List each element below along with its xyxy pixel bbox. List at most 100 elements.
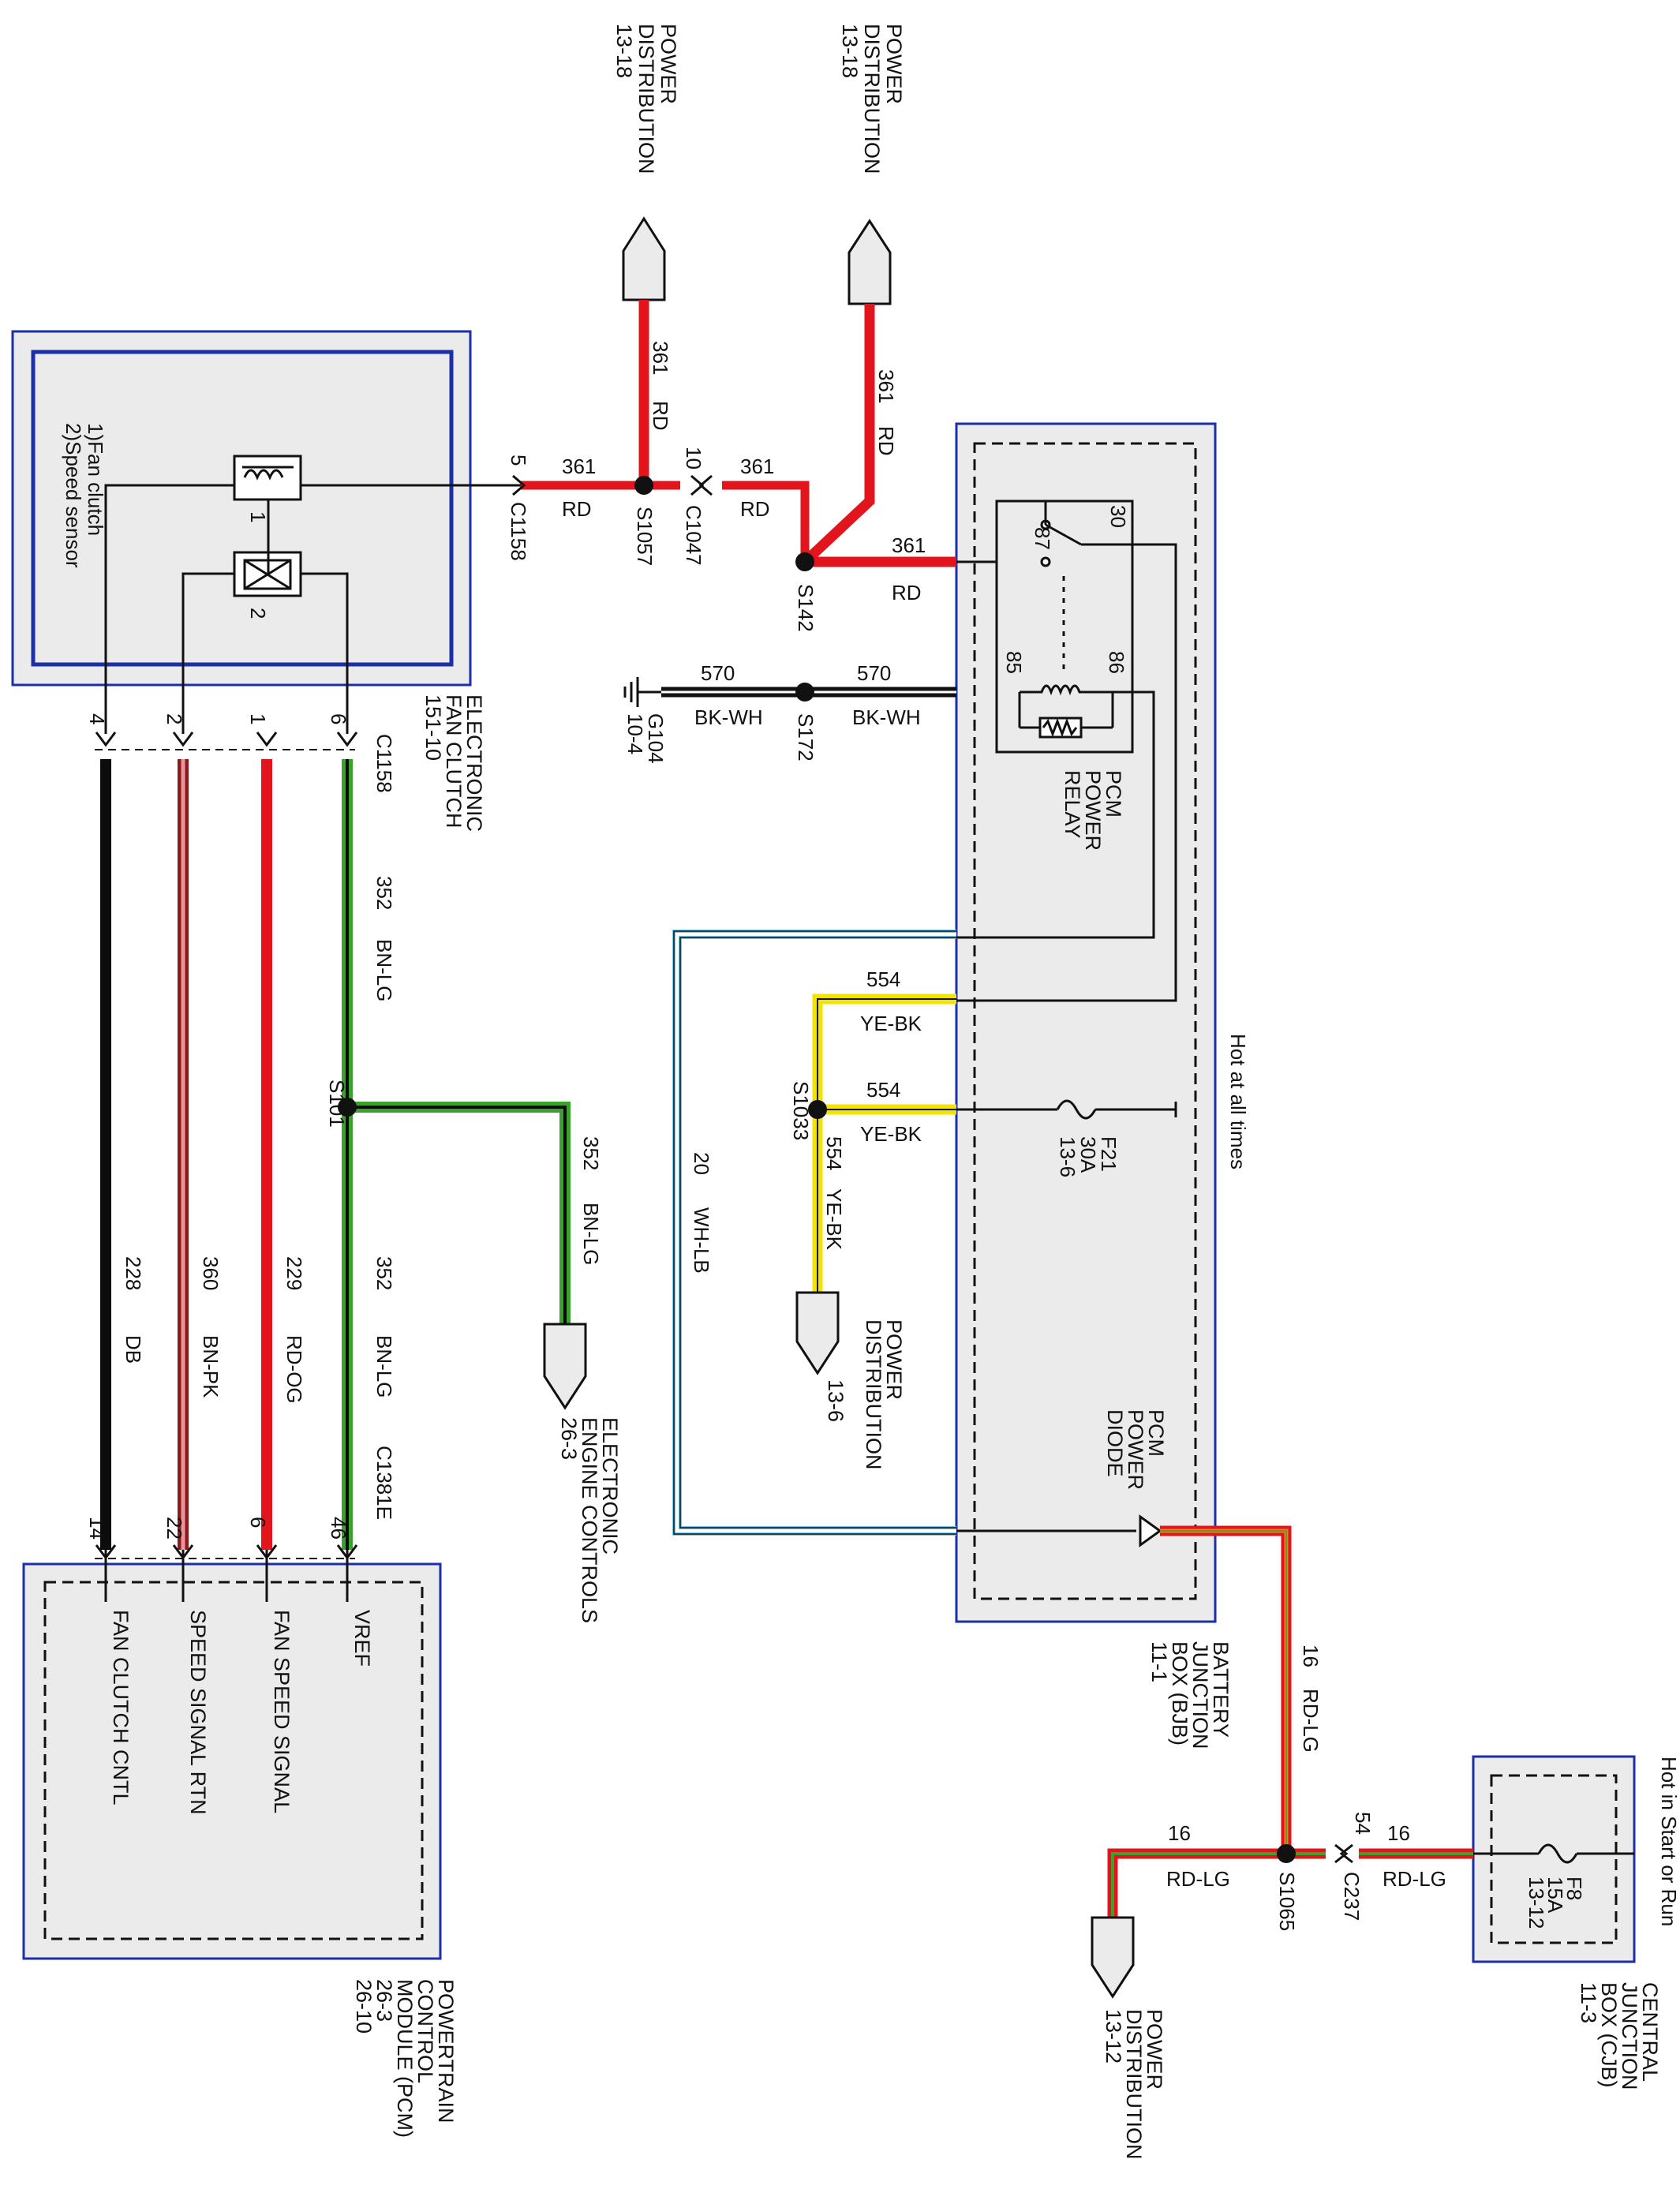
wire-554 bbox=[812, 993, 956, 1293]
c1381e-pin-0: 14 bbox=[85, 1517, 109, 1540]
splice-s142 bbox=[795, 552, 814, 571]
pd-right-text1: POWER bbox=[882, 24, 906, 104]
c1158-fc-pin-3: 6 bbox=[327, 713, 350, 724]
pd-left-ref: 13-18 bbox=[612, 24, 636, 78]
bjb-label-1: BATTERY bbox=[1209, 1641, 1233, 1738]
fan-clutch-pin2: 2 bbox=[246, 608, 270, 619]
c1047-pin: 10 bbox=[682, 447, 705, 470]
electronic-engine-controls-connector bbox=[543, 1323, 587, 1410]
pcm-box bbox=[22, 1562, 442, 1960]
pd-left-text2: DISTRIBUTION bbox=[634, 24, 658, 174]
w16b-circuit: 16 bbox=[1168, 1821, 1191, 1845]
w361b-color: RD bbox=[562, 497, 592, 521]
w361b-circuit: 361 bbox=[562, 455, 596, 478]
s142-label: S142 bbox=[794, 584, 818, 632]
fan-clutch-box-inner bbox=[31, 350, 454, 667]
wire-352-bn-lg bbox=[342, 759, 571, 1586]
w360-circuit: 360 bbox=[199, 1256, 223, 1290]
relay-pin30-wire bbox=[956, 543, 1177, 1002]
pcm-label-4: 26-3 bbox=[372, 1979, 396, 2022]
relay-label-3: RELAY bbox=[1061, 770, 1084, 839]
w554b-circuit: 554 bbox=[866, 1078, 900, 1102]
speed-sensor-lead-a bbox=[181, 572, 234, 734]
fan-clutch-label1: ELECTRONIC bbox=[462, 694, 486, 832]
pd-mid-text1: POWER bbox=[882, 1319, 906, 1400]
w352c-circuit: 352 bbox=[372, 1256, 396, 1290]
relay-pin-86: 86 bbox=[1105, 651, 1128, 674]
w554c-color: YE-BK bbox=[822, 1188, 846, 1251]
pcm-signal-fan-clutch-cntl: FAN CLUTCH CNTL bbox=[109, 1610, 133, 1805]
f8-rating: 15A bbox=[1543, 1877, 1567, 1914]
power-distribution-connector-mid bbox=[795, 1291, 840, 1375]
relay-coil bbox=[1018, 684, 1114, 739]
cjb-label-4: 11-3 bbox=[1577, 1982, 1600, 2023]
c1047-name: C1047 bbox=[682, 505, 705, 566]
splice-s1033 bbox=[808, 1100, 827, 1119]
pcm-signal-fan-speed-signal: FAN SPEED SIGNAL bbox=[270, 1610, 294, 1813]
w570a-color: BK-WH bbox=[694, 705, 763, 729]
c1158-top-pin: 5 bbox=[507, 455, 530, 466]
pcm-signal-vref: VREF bbox=[350, 1610, 374, 1667]
bjb-label-4: 11-1 bbox=[1147, 1641, 1171, 1682]
splice-s101 bbox=[338, 1098, 357, 1117]
c1047-mark bbox=[690, 474, 713, 496]
pcm-box-inner bbox=[43, 1581, 424, 1940]
diode-label-1: PCM bbox=[1144, 1409, 1168, 1457]
splice-s1065 bbox=[1277, 1844, 1296, 1863]
f21-rating: 30A bbox=[1076, 1136, 1100, 1173]
w229-color: RD-OG bbox=[282, 1335, 306, 1404]
w570b-color: BK-WH bbox=[852, 705, 921, 729]
cjb-label-3: BOX (CJB) bbox=[1597, 1982, 1621, 2088]
fuse-f21 bbox=[956, 1099, 1177, 1120]
g104-name: G104 bbox=[644, 713, 668, 764]
pd-right-ref: 13-18 bbox=[838, 24, 862, 78]
s172-label: S172 bbox=[794, 713, 818, 761]
g104-ref: 10-4 bbox=[623, 713, 647, 754]
pd-right-text2: DISTRIBUTION bbox=[860, 24, 884, 174]
pd-bottom-text1: POWER bbox=[1143, 2009, 1166, 2090]
relay-label-1: PCM bbox=[1102, 770, 1125, 818]
pcm-label-3: MODULE (PCM) bbox=[393, 1979, 417, 2138]
w361d-color: RD bbox=[874, 426, 898, 456]
pcm-label-5: 26-10 bbox=[352, 1979, 376, 2034]
c1158-fc-name: C1158 bbox=[372, 734, 396, 793]
pcm-label-2: CONTROL bbox=[413, 1979, 437, 2083]
w361d-circuit: 361 bbox=[874, 369, 898, 403]
w570b-circuit: 570 bbox=[857, 661, 891, 685]
bjb-label-2: JUNCTION bbox=[1188, 1641, 1212, 1749]
bjb-box-inner bbox=[973, 442, 1197, 1600]
w361e-color: RD bbox=[892, 581, 922, 604]
cjb-box-inner bbox=[1490, 1774, 1618, 1944]
f21-ref: 13-6 bbox=[1056, 1136, 1079, 1177]
s101-label: S101 bbox=[325, 1080, 349, 1128]
s1033-label: S1033 bbox=[789, 1081, 813, 1140]
pd-mid-ref: 13-6 bbox=[824, 1379, 847, 1422]
f21-name: F21 bbox=[1097, 1136, 1121, 1172]
w361c-color: RD bbox=[740, 497, 770, 521]
c1381e-pin-1: 22 bbox=[163, 1517, 186, 1540]
cjb-box bbox=[1472, 1755, 1636, 1963]
wire-20-wh-lb bbox=[672, 930, 956, 1536]
fan-clutch-label2: FAN CLUTCH bbox=[442, 694, 466, 829]
c1158-fc-pin-2: 1 bbox=[246, 713, 270, 724]
w16a-circuit: 16 bbox=[1299, 1645, 1323, 1667]
w361a-color: RD bbox=[649, 401, 672, 431]
c1381e-name: C1381E bbox=[372, 1446, 396, 1520]
eec-text2: ENGINE CONTROLS bbox=[578, 1417, 601, 1623]
c1158-fc-pin-0: 4 bbox=[85, 713, 109, 724]
pd-mid-text2: DISTRIBUTION bbox=[862, 1319, 885, 1470]
w16c-color: RD-LG bbox=[1383, 1867, 1446, 1891]
w554a-circuit: 554 bbox=[866, 967, 900, 991]
fan-clutch-line1: 1)Fan clutch bbox=[84, 423, 107, 536]
connector-c237 bbox=[1334, 1843, 1353, 1864]
fan-clutch-pin1: 1 bbox=[246, 511, 270, 522]
pd-bottom-text2: DISTRIBUTION bbox=[1122, 2009, 1146, 2160]
c1381e-pin-3: 46 bbox=[327, 1517, 350, 1540]
splice-s172 bbox=[795, 683, 814, 702]
w554c-circuit: 554 bbox=[822, 1136, 846, 1170]
c1158-top-name: C1158 bbox=[507, 502, 530, 561]
c1158-fc-pin-1: 2 bbox=[163, 713, 186, 724]
w361c-circuit: 361 bbox=[740, 455, 774, 478]
